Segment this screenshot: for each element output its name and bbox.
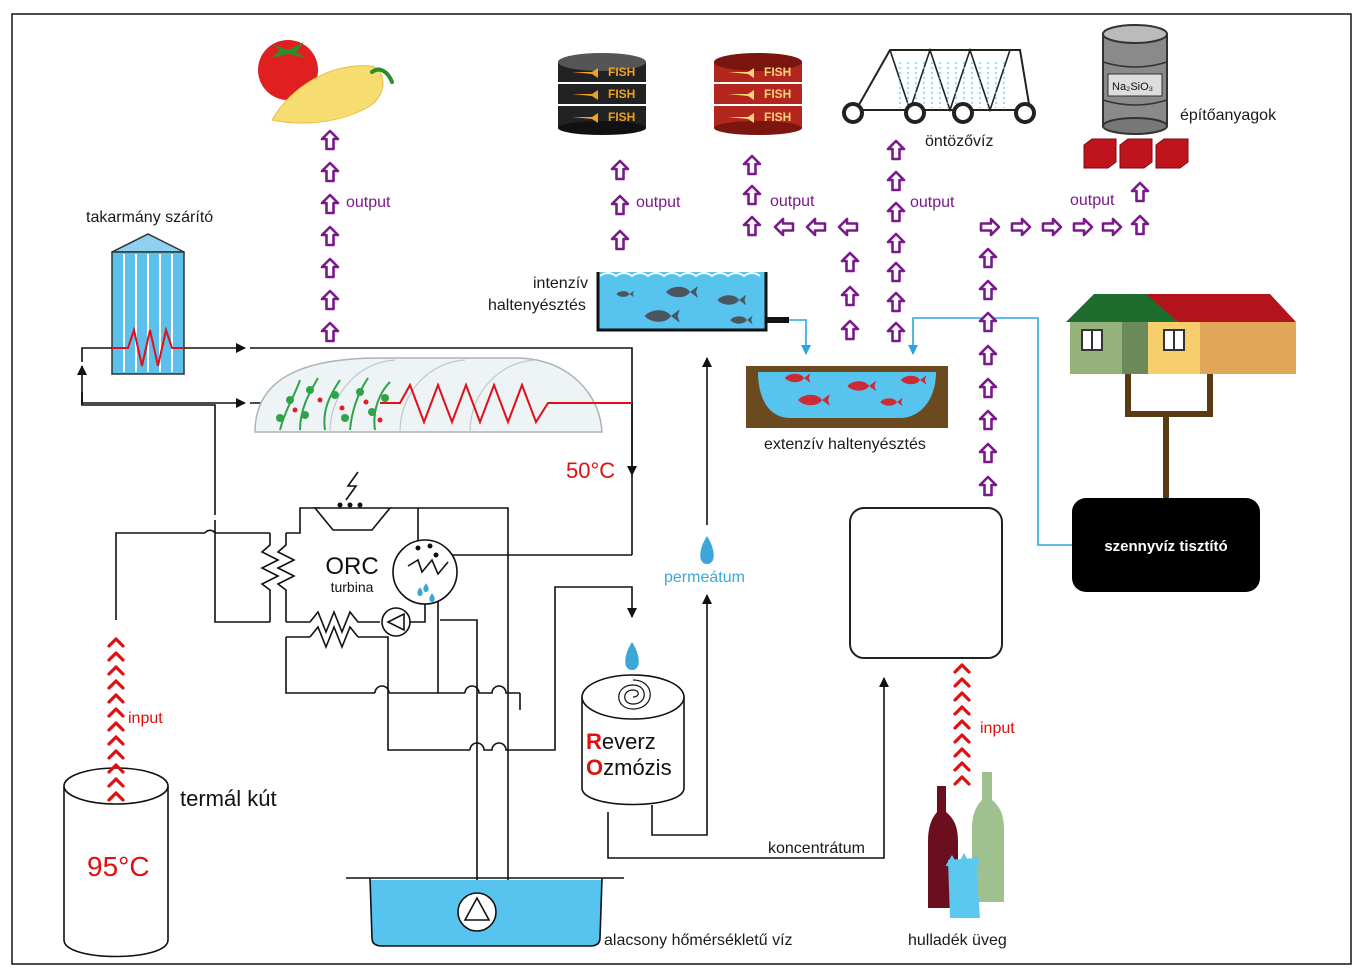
low-temp-water-label: alacsony hőmérsékletű víz bbox=[604, 932, 793, 949]
can-label: FISH bbox=[764, 110, 791, 124]
output-arrows-irrigation bbox=[886, 139, 906, 343]
output-label-intensive: output bbox=[636, 194, 681, 211]
clean-water-pipes bbox=[788, 317, 1072, 546]
permeate-label: permeátum bbox=[664, 569, 745, 586]
chemical-barrel-icon: Na₂SiO₃ bbox=[1102, 24, 1168, 135]
waste-glass-label: hulladék üveg bbox=[908, 932, 1007, 949]
intensive-fish-tank bbox=[596, 272, 789, 332]
can-label: FISH bbox=[608, 110, 635, 124]
water-drop-icon bbox=[700, 536, 714, 564]
house-icon bbox=[1066, 294, 1296, 498]
ro-rest-2: zmózis bbox=[603, 755, 671, 780]
can-label: FISH bbox=[764, 87, 791, 101]
irrigation-rig-icon bbox=[842, 47, 1036, 124]
pump-icon bbox=[381, 607, 411, 637]
wastewater-label: szennyvíz tisztító bbox=[1104, 538, 1227, 555]
ro-label-line1: Reverz bbox=[586, 729, 656, 754]
temp-95-label: 95°C bbox=[87, 851, 150, 882]
extensive-fish-pond bbox=[746, 366, 948, 428]
generator-hopper bbox=[313, 507, 392, 531]
condenser-icon bbox=[392, 539, 458, 605]
input-label-thermal: input bbox=[128, 710, 163, 727]
wastewater-plant-box bbox=[1072, 498, 1260, 592]
irrigation-label: öntözővíz bbox=[925, 133, 993, 150]
ro-initial-r: R bbox=[586, 729, 602, 754]
glass-bottles-icon bbox=[928, 772, 1004, 918]
extensive-fish-label: extenzív haltenyésztés bbox=[764, 436, 926, 453]
glass-processing-box bbox=[849, 507, 1003, 659]
thermal-well-icon bbox=[63, 767, 169, 958]
low-temp-water-basin bbox=[346, 877, 624, 947]
output-label-building: output bbox=[1070, 192, 1115, 209]
greenhouse-icon bbox=[254, 357, 632, 433]
bricks-icon bbox=[1083, 138, 1189, 169]
thermal-well-label: termál kút bbox=[180, 786, 277, 811]
output-label-extensive: output bbox=[770, 193, 815, 210]
output-label-greenhouse: output bbox=[346, 194, 391, 211]
intensive-fish-label-line1: intenzív bbox=[533, 275, 588, 292]
can-label: FISH bbox=[608, 87, 635, 101]
output-label-irrigation: output bbox=[910, 194, 955, 211]
input-label-glass: input bbox=[980, 720, 1015, 737]
diagram-frame bbox=[11, 13, 1352, 965]
input-arrows-glass bbox=[953, 663, 971, 786]
output-arrows-greenhouse bbox=[320, 129, 340, 343]
dryer-label: takarmány szárító bbox=[86, 209, 213, 226]
reverse-osmosis-unit bbox=[581, 674, 685, 806]
output-arrows-intensive bbox=[610, 159, 630, 251]
orc-label: ORC bbox=[325, 553, 378, 580]
dryer-silo-icon bbox=[111, 233, 185, 375]
fish-cans-icon: FISH FISH FISH bbox=[714, 53, 802, 135]
can-label: FISH bbox=[764, 65, 791, 79]
concentrate-label: koncentrátum bbox=[768, 840, 865, 857]
fish-cans-icon: FISH FISH FISH bbox=[558, 53, 646, 135]
ro-label-line2: Ozmózis bbox=[586, 755, 672, 780]
turbine-label: turbina bbox=[331, 579, 374, 595]
lightning-icon bbox=[337, 471, 363, 508]
vegetables-icon bbox=[258, 40, 394, 124]
building-materials-label: építőanyagok bbox=[1180, 107, 1277, 124]
temp-50-label: 50°C bbox=[566, 458, 615, 483]
chemical-label: Na₂SiO₃ bbox=[1112, 81, 1153, 93]
ro-rest-1: everz bbox=[602, 729, 656, 754]
water-drop-icon bbox=[625, 642, 639, 670]
can-label: FISH bbox=[608, 65, 635, 79]
intensive-fish-label-line2: haltenyésztés bbox=[488, 297, 586, 314]
ro-initial-o: O bbox=[586, 755, 603, 780]
